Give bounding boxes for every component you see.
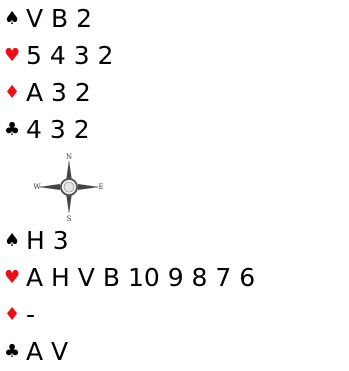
compass-rose-graphic: N S W E [34, 153, 104, 222]
club-icon: ♣ [4, 341, 21, 362]
heart-icon: ♥ [4, 267, 21, 288]
north-diamonds-cards: A 3 2 [26, 78, 91, 107]
compass-rose-icon: N S W E [34, 152, 104, 222]
diamond-icon: ♦ [4, 82, 21, 103]
club-icon: ♣ [4, 119, 21, 140]
north-hearts-row: ♥5 4 3 2 [0, 37, 113, 74]
south-hearts-row: ♥A H V B 10 9 8 7 6 [0, 259, 255, 296]
north-hand: ♠V B 2 ♥5 4 3 2 ♦A 3 2 ♣4 3 2 [0, 0, 113, 148]
south-hearts-cards: A H V B 10 9 8 7 6 [26, 263, 256, 292]
spade-icon: ♠ [4, 230, 21, 251]
north-clubs-cards: 4 3 2 [26, 115, 90, 144]
south-clubs-row: ♣A V [0, 333, 255, 370]
compass-label-e: E [98, 183, 103, 191]
compass-east-point [78, 184, 99, 190]
south-hand: ♠H 3 ♥A H V B 10 9 8 7 6 ♦- ♣A V [0, 222, 255, 370]
north-clubs-row: ♣4 3 2 [0, 111, 113, 148]
compass-south-point [66, 193, 72, 214]
spade-icon: ♠ [4, 8, 21, 29]
compass-label-w: W [34, 183, 41, 191]
compass-north-point [66, 160, 72, 181]
north-diamonds-row: ♦A 3 2 [0, 74, 113, 111]
compass-west-point [39, 184, 60, 190]
south-spades-cards: H 3 [26, 226, 69, 255]
diamond-icon: ♦ [4, 304, 21, 325]
south-spades-row: ♠H 3 [0, 222, 255, 259]
south-diamonds-cards: - [26, 300, 36, 329]
compass-label-n: N [66, 153, 72, 161]
south-clubs-cards: A V [26, 337, 69, 366]
south-diamonds-row: ♦- [0, 296, 255, 333]
heart-icon: ♥ [4, 45, 21, 66]
north-spades-row: ♠V B 2 [0, 0, 113, 37]
north-spades-cards: V B 2 [26, 4, 93, 33]
compass-center-hub [63, 181, 75, 193]
north-hearts-cards: 5 4 3 2 [26, 41, 114, 70]
compass-label-s: S [67, 215, 72, 222]
